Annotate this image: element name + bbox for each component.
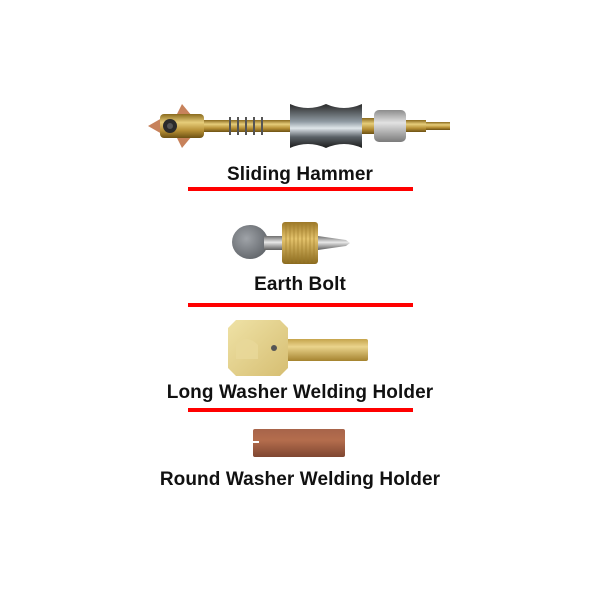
sliding-hammer-image	[148, 104, 450, 148]
item-label: Sliding Hammer	[226, 164, 374, 185]
divider	[188, 408, 413, 412]
round-washer-holder-image	[253, 429, 345, 457]
divider	[188, 187, 413, 191]
divider	[188, 303, 413, 307]
earth-bolt-image	[232, 222, 350, 264]
item-label: Long Washer Welding Holder	[166, 382, 434, 403]
long-washer-holder-image	[228, 320, 368, 376]
item-label: Earth Bolt	[254, 274, 346, 295]
item-label: Round Washer Welding Holder	[159, 469, 441, 490]
